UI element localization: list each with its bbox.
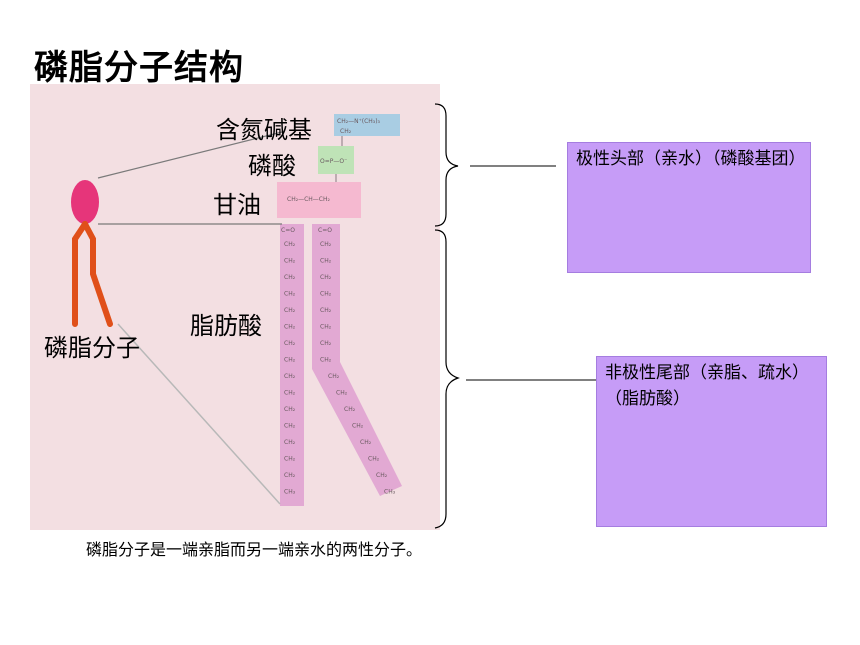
molecule-head-icon — [71, 180, 99, 224]
carbonyl-formula-2: C=O — [318, 227, 332, 234]
brace-group — [434, 103, 598, 529]
chain-1-unit: CH₂ — [284, 241, 296, 248]
carbonyl-formula-1: C=O — [281, 227, 295, 234]
fatty-acid-chain-1 — [280, 224, 304, 506]
chain-2-unit: CH₂ — [368, 456, 380, 463]
chain-2-unit: CH₂ — [360, 439, 372, 446]
chain-1-unit: CH₂ — [284, 258, 296, 265]
chain-1-unit: CH₂ — [284, 307, 296, 314]
chain-1-unit: CH₂ — [284, 472, 296, 479]
chain-2-unit: CH₂ — [320, 258, 332, 265]
choline-formula-top: CH₂—N⁺(CH₃)₃ — [337, 118, 381, 125]
chain-1-unit: CH₂ — [284, 373, 296, 380]
head-brace — [434, 103, 459, 227]
caption: 磷脂分子是一端亲脂而另一端亲水的两性分子。 — [86, 540, 423, 559]
molecule-label: 磷脂分子 — [44, 334, 140, 362]
phosphate-formula: O=P—O⁻ — [320, 158, 347, 165]
chain-1-unit: CH₂ — [284, 390, 296, 397]
chain-2-unit: CH₂ — [376, 472, 388, 479]
chain-1-unit: CH₂ — [284, 274, 296, 281]
chain-2-unit: CH₂ — [320, 241, 332, 248]
chain-2-unit: CH₂ — [320, 340, 332, 347]
chain-1-unit: CH₃ — [284, 489, 296, 496]
chain-2-unit: CH₂ — [320, 291, 332, 298]
glycerol-group-shape — [277, 182, 361, 218]
chain-1-unit: CH₂ — [284, 291, 296, 298]
page-title: 磷脂分子结构 — [34, 48, 244, 88]
chain-1-units: CH₂ CH₂ CH₂ CH₂ CH₂ CH₂ CH₂ CH₂ CH₂ CH₂ CH₂ CH₂ CH₂ C… — [284, 241, 296, 496]
chain-1-unit: CH₂ — [284, 357, 296, 364]
tail-brace — [434, 229, 460, 529]
chain-2-unit: CH₂ — [320, 357, 332, 364]
fatty-acid-chain-2 — [312, 224, 402, 496]
chain-1-unit: CH₂ — [284, 406, 296, 413]
choline-group-shape — [334, 114, 400, 136]
chain-2-unit: CH₂ — [352, 423, 364, 430]
chain-2-units: CH₂ CH₂ CH₂ CH₂ CH₂ CH₂ CH₂ CH₂ CH₂ CH₂ CH₂ CH₂ CH₂ C… — [320, 241, 396, 496]
molecule-tail-right — [82, 221, 113, 327]
choline-label: 含氮碱基 — [216, 116, 312, 144]
glycerol-label: 甘油 — [213, 191, 261, 219]
phosphate-label: 磷酸 — [248, 152, 296, 180]
chain-2-unit: CH₂ — [344, 406, 356, 413]
phosphate-group-shape — [318, 146, 354, 174]
fatty-acid-label: 脂肪酸 — [190, 312, 262, 340]
chain-1-unit: CH₂ — [284, 340, 296, 347]
chain-2-unit: CH₂ — [320, 274, 332, 281]
phospholipid-illustration: CH₂—N⁺(CH₃)₃ CH₂ O=P—O⁻ CH₂—CH—CH₂ C=O C… — [30, 84, 440, 530]
chain-2-unit: CH₂ — [320, 307, 332, 314]
nonpolar-tail-label-box: 非极性尾部（亲脂、疏水）（脂肪酸） — [596, 356, 827, 527]
phospholipid-figure: CH₂—N⁺(CH₃)₃ CH₂ O=P—O⁻ CH₂—CH—CH₂ C=O C… — [30, 84, 440, 530]
chain-1-unit: CH₂ — [284, 324, 296, 331]
chain-1-unit: CH₂ — [284, 439, 296, 446]
polar-head-label-box: 极性头部（亲水）（磷酸基团） — [567, 142, 811, 273]
chain-1-unit: CH₂ — [284, 456, 296, 463]
chain-2-unit: CH₂ — [336, 390, 348, 397]
chain-2-unit: CH₂ — [328, 373, 340, 380]
chain-2-unit: CH₂ — [320, 324, 332, 331]
glycerol-formula: CH₂—CH—CH₂ — [287, 196, 331, 203]
chain-2-unit: CH₃ — [384, 489, 396, 496]
molecule-tail-left — [72, 221, 88, 327]
choline-formula-bottom: CH₂ — [340, 128, 352, 135]
chain-1-unit: CH₂ — [284, 423, 296, 430]
